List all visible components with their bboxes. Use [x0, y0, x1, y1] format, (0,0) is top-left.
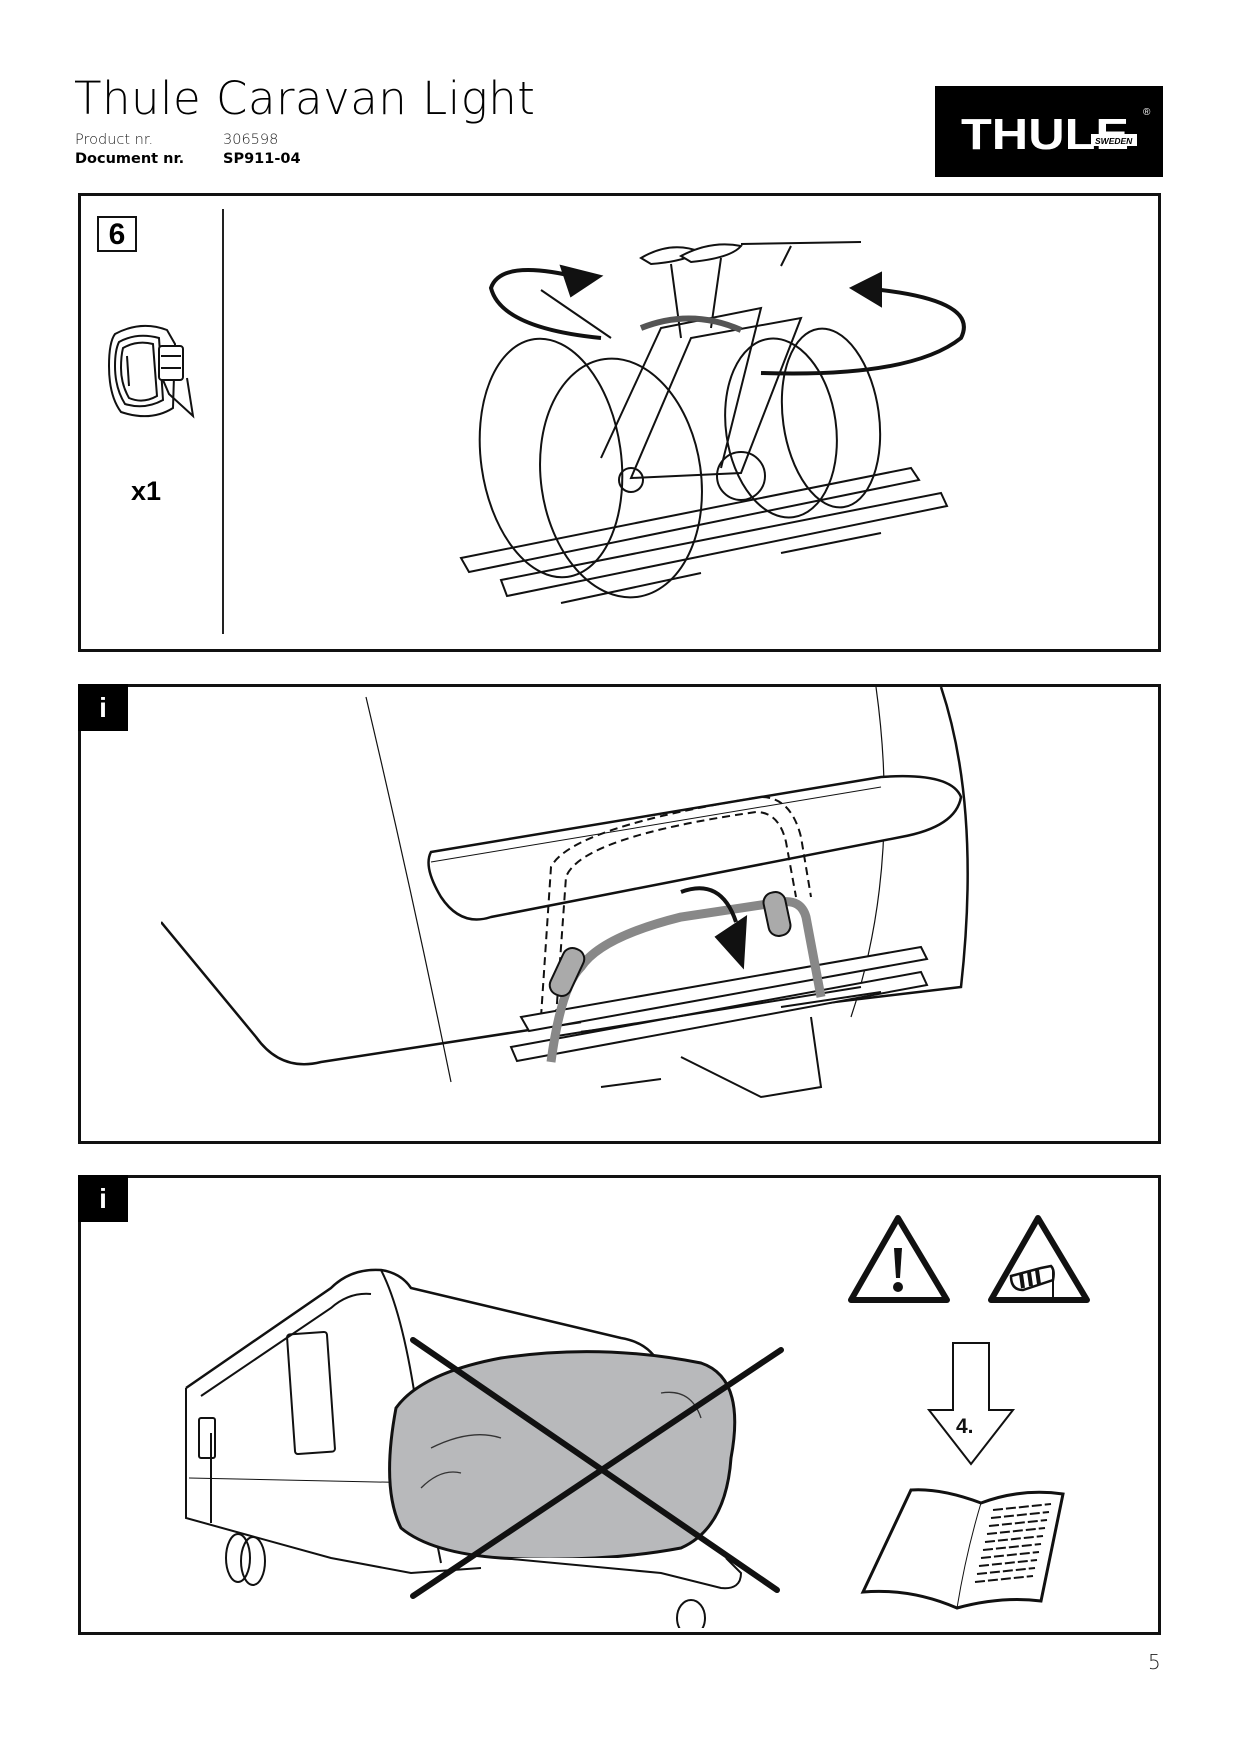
document-meta: Product nr. 306598 Document nr. SP911-04	[75, 131, 301, 169]
document-number-value: SP911-04	[223, 151, 301, 167]
manual-book-icon	[860, 1488, 1065, 1610]
bike-cover-shape	[388, 1350, 737, 1561]
step-panel: 6 x1	[78, 193, 1161, 652]
strap-icon	[107, 324, 195, 419]
document-number-row: Document nr. SP911-04	[75, 150, 301, 169]
page-number: 5	[1148, 1650, 1161, 1674]
step-number-badge: 6	[97, 216, 137, 252]
registered-mark: ®	[1143, 107, 1151, 118]
thule-logo: THULE SWEDEN ®	[935, 86, 1163, 177]
info-panel: i	[78, 1175, 1161, 1635]
product-number-row: Product nr. 306598	[75, 131, 301, 150]
windsock-warning-icon	[988, 1215, 1090, 1303]
reference-step-label: 4.	[956, 1415, 974, 1438]
document-number-label: Document nr.	[75, 151, 185, 167]
product-number-value: 306598	[223, 132, 279, 148]
panel-divider	[222, 209, 224, 634]
info-badge: i	[78, 1175, 128, 1222]
product-number-label: Product nr.	[75, 132, 154, 148]
part-quantity: x1	[131, 476, 162, 506]
document-title: Thule Caravan Light	[74, 72, 536, 125]
logo-subtitle: SWEDEN	[1095, 136, 1133, 146]
warning-exclamation-icon	[848, 1215, 950, 1303]
info-panel: i	[78, 684, 1161, 1144]
caravan-rack-fold-illustration	[161, 687, 969, 1099]
cross-out-mark	[410, 1337, 784, 1599]
caravan-cover-crossed-illustration	[185, 1268, 784, 1628]
down-arrow-reference-icon	[926, 1342, 1016, 1466]
bikes-on-rack-illustration	[459, 241, 966, 604]
warning-group: 4.	[848, 1215, 1090, 1610]
info-badge: i	[78, 684, 128, 731]
